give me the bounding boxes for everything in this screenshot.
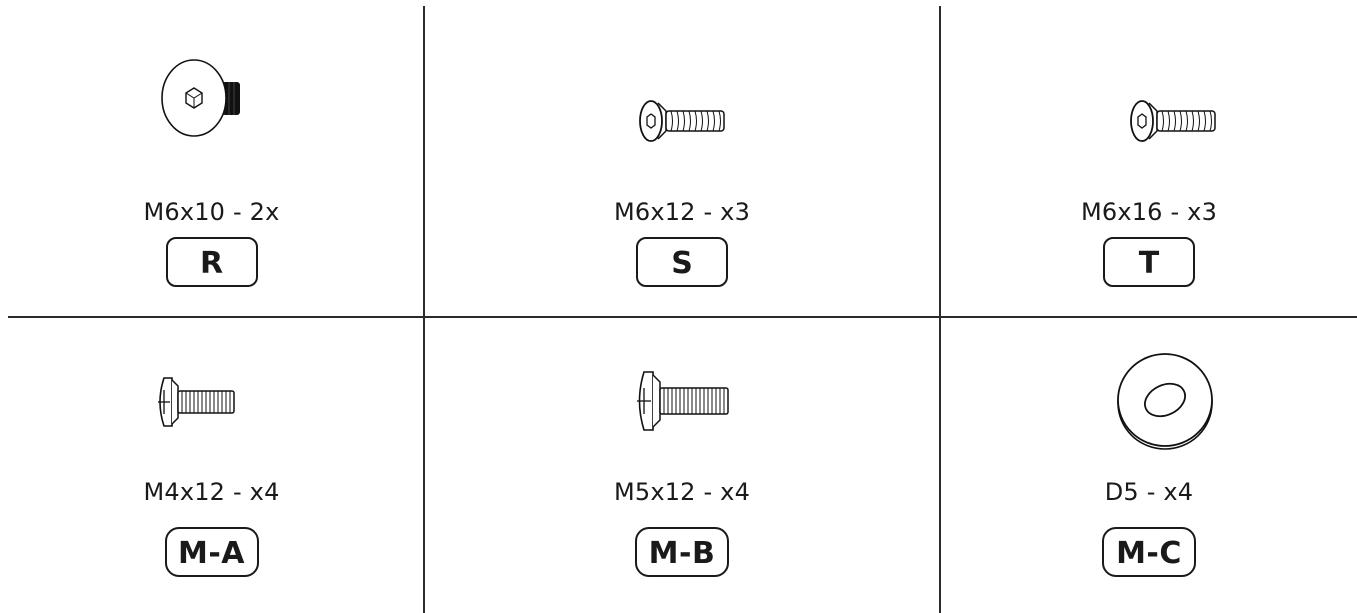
part-cell-m-c: D5 - x4 M-C bbox=[941, 318, 1357, 613]
part-spec: M4x12 - x4 bbox=[143, 478, 280, 506]
part-code-badge: M-C bbox=[1102, 527, 1196, 577]
part-spec: M6x12 - x3 bbox=[613, 198, 751, 226]
socket-cap-screw-icon bbox=[161, 59, 240, 137]
grid-divider-vertical-2 bbox=[939, 6, 941, 613]
grid-divider-horizontal bbox=[8, 316, 1357, 318]
part-spec: D5 - x4 bbox=[1104, 478, 1194, 506]
grid-divider-vertical-1 bbox=[423, 6, 425, 613]
countersunk-hex-screw-icon bbox=[639, 100, 725, 142]
phillips-pan-head-screw-icon bbox=[637, 371, 729, 431]
part-cell-t: M6x16 - x3 T bbox=[941, 0, 1357, 316]
part-code-badge: T bbox=[1103, 237, 1195, 287]
part-cell-r: M6x10 - 2x R bbox=[0, 0, 423, 316]
part-spec: M5x12 - x4 bbox=[613, 478, 751, 506]
phillips-pan-head-screw-icon bbox=[158, 377, 235, 427]
part-spec: M6x10 - 2x bbox=[143, 198, 280, 226]
part-cell-m-a: M4x12 - x4 M-A bbox=[0, 318, 423, 613]
part-spec: M6x16 - x3 bbox=[1080, 198, 1218, 226]
part-cell-m-b: M5x12 - x4 M-B bbox=[425, 318, 939, 613]
part-cell-s: M6x12 - x3 S bbox=[425, 0, 939, 316]
part-code-badge: M-A bbox=[164, 527, 259, 577]
part-code-badge: R bbox=[165, 237, 258, 287]
flat-washer-icon bbox=[1117, 353, 1213, 450]
part-code-badge: S bbox=[636, 237, 728, 287]
countersunk-hex-screw-icon bbox=[1130, 100, 1216, 142]
part-code-badge: M-B bbox=[635, 527, 729, 577]
